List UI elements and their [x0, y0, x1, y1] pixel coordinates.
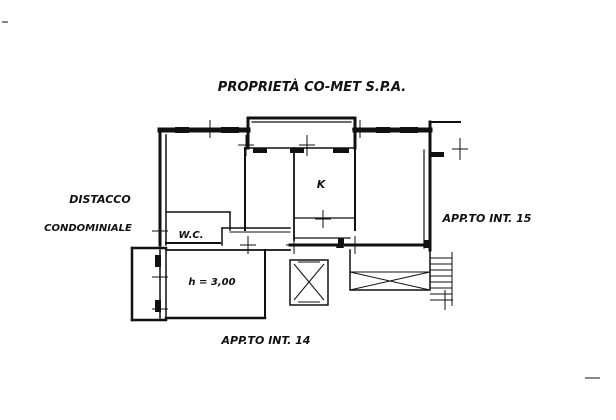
crop-marks: [2, 21, 600, 379]
label-app-int-15: APP.TO INT. 15: [442, 212, 532, 225]
grid-marks: [152, 120, 468, 318]
label-wc: W.C.: [178, 230, 203, 241]
door-marker: [336, 238, 344, 248]
label-app-int-14: APP.TO INT. 14: [221, 334, 311, 347]
label-kitchen: K: [317, 178, 327, 191]
label-room-height: h = 3,00: [188, 277, 235, 288]
label-condominiale: CONDOMINIALE: [44, 223, 132, 234]
plan-title: PROPRIETÀ CO-MET S.P.A.: [218, 79, 406, 95]
lift-shaft: [293, 261, 325, 303]
window-markers: [155, 127, 444, 312]
label-distacco: DISTACCO: [69, 193, 130, 206]
staircase: [430, 252, 453, 306]
